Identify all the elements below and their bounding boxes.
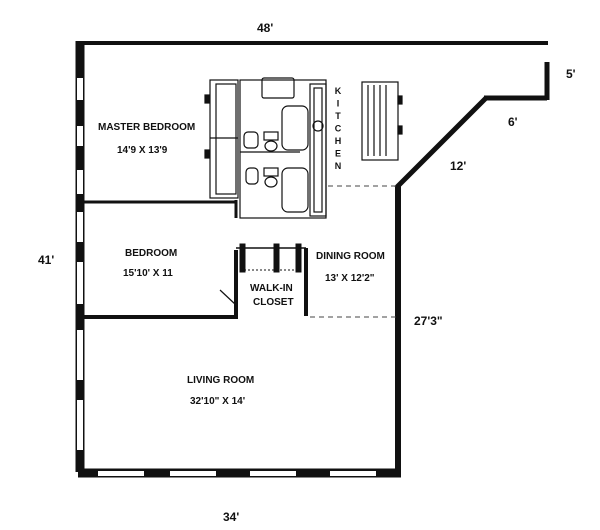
window: [77, 330, 83, 380]
window: [77, 170, 83, 194]
kitchen-letter: N: [335, 161, 342, 171]
window: [77, 400, 83, 450]
kitchen-letter: I: [337, 99, 340, 109]
room-labels: MASTER BEDROOM 14'9 X 13'9 BEDROOM 15'10…: [98, 86, 385, 407]
diagonal-closet: [361, 81, 403, 161]
dim-right: 27'3": [414, 314, 443, 328]
vent-unit: [261, 77, 295, 99]
dim-diagonal-long: 12': [450, 159, 466, 173]
kitchen-letter: E: [335, 149, 341, 159]
living-room-name: LIVING ROOM: [187, 375, 254, 386]
toilet-tank: [263, 131, 279, 141]
kitchen-letter: K: [335, 86, 342, 96]
closet-post: [239, 243, 246, 273]
bedroom-size: 15'10' X 11: [123, 268, 173, 279]
walk-in-closet-line1: WALK-IN: [250, 283, 293, 294]
dining-room-name: DINING ROOM: [316, 251, 385, 262]
closet-handle: [397, 125, 403, 135]
interior-walls: [84, 200, 308, 319]
window: [98, 471, 144, 476]
window: [77, 126, 83, 146]
closet-handle: [397, 95, 403, 105]
window: [77, 262, 83, 304]
bottom-windows: [98, 471, 376, 476]
living-room-size: 32'10" X 14': [190, 396, 245, 407]
dim-top: 48': [257, 21, 273, 35]
window: [250, 471, 296, 476]
toilet-tank: [263, 167, 279, 177]
wardrobe-handle: [204, 149, 210, 159]
wardrobe-outer: [209, 79, 239, 199]
bath-kitchen-block: [239, 77, 327, 219]
kitchen-counter: [309, 83, 327, 217]
kitchen-counter-inner: [313, 87, 323, 213]
kitchen-letter: T: [335, 111, 341, 121]
toilet-bowl: [264, 176, 278, 188]
dim-bottom: 34': [223, 510, 239, 524]
dim-diagonal-short: 6': [508, 115, 518, 129]
diagonal-wall: [394, 96, 488, 190]
closet-fixtures: [239, 243, 302, 273]
closet-post: [273, 243, 280, 273]
kitchen-letter: H: [335, 136, 342, 146]
sink: [243, 131, 259, 149]
dashed-dividers: [310, 185, 396, 318]
bathtub: [281, 167, 309, 213]
dimension-labels: 48' 5' 6' 12' 41' 27'3" 34': [38, 21, 576, 524]
window: [77, 78, 83, 100]
bedroom-name: BEDROOM: [125, 248, 177, 259]
dim-left: 41': [38, 253, 54, 267]
master-bedroom-size: 14'9 X 13'9: [117, 145, 168, 156]
dim-right-short: 5': [566, 67, 576, 81]
left-windows: [77, 78, 83, 450]
window: [330, 471, 376, 476]
toilet-bowl: [264, 140, 278, 152]
window: [170, 471, 216, 476]
bathtub: [281, 105, 309, 151]
closet-door: [219, 289, 237, 306]
wardrobe-inner: [215, 83, 237, 195]
kitchen-letter: C: [335, 124, 342, 134]
kitchen-sink: [312, 120, 324, 132]
closet-outline: [361, 81, 399, 161]
dining-room-size: 13' X 12'2": [325, 273, 375, 284]
wardrobes: [204, 79, 239, 199]
sink: [245, 167, 259, 185]
wardrobe-handle: [204, 94, 210, 104]
window: [77, 212, 83, 242]
master-bedroom-name: MASTER BEDROOM: [98, 122, 195, 133]
bathroom-outline: [239, 79, 327, 219]
closet-post: [295, 243, 302, 273]
walk-in-closet-line2: CLOSET: [253, 297, 294, 308]
